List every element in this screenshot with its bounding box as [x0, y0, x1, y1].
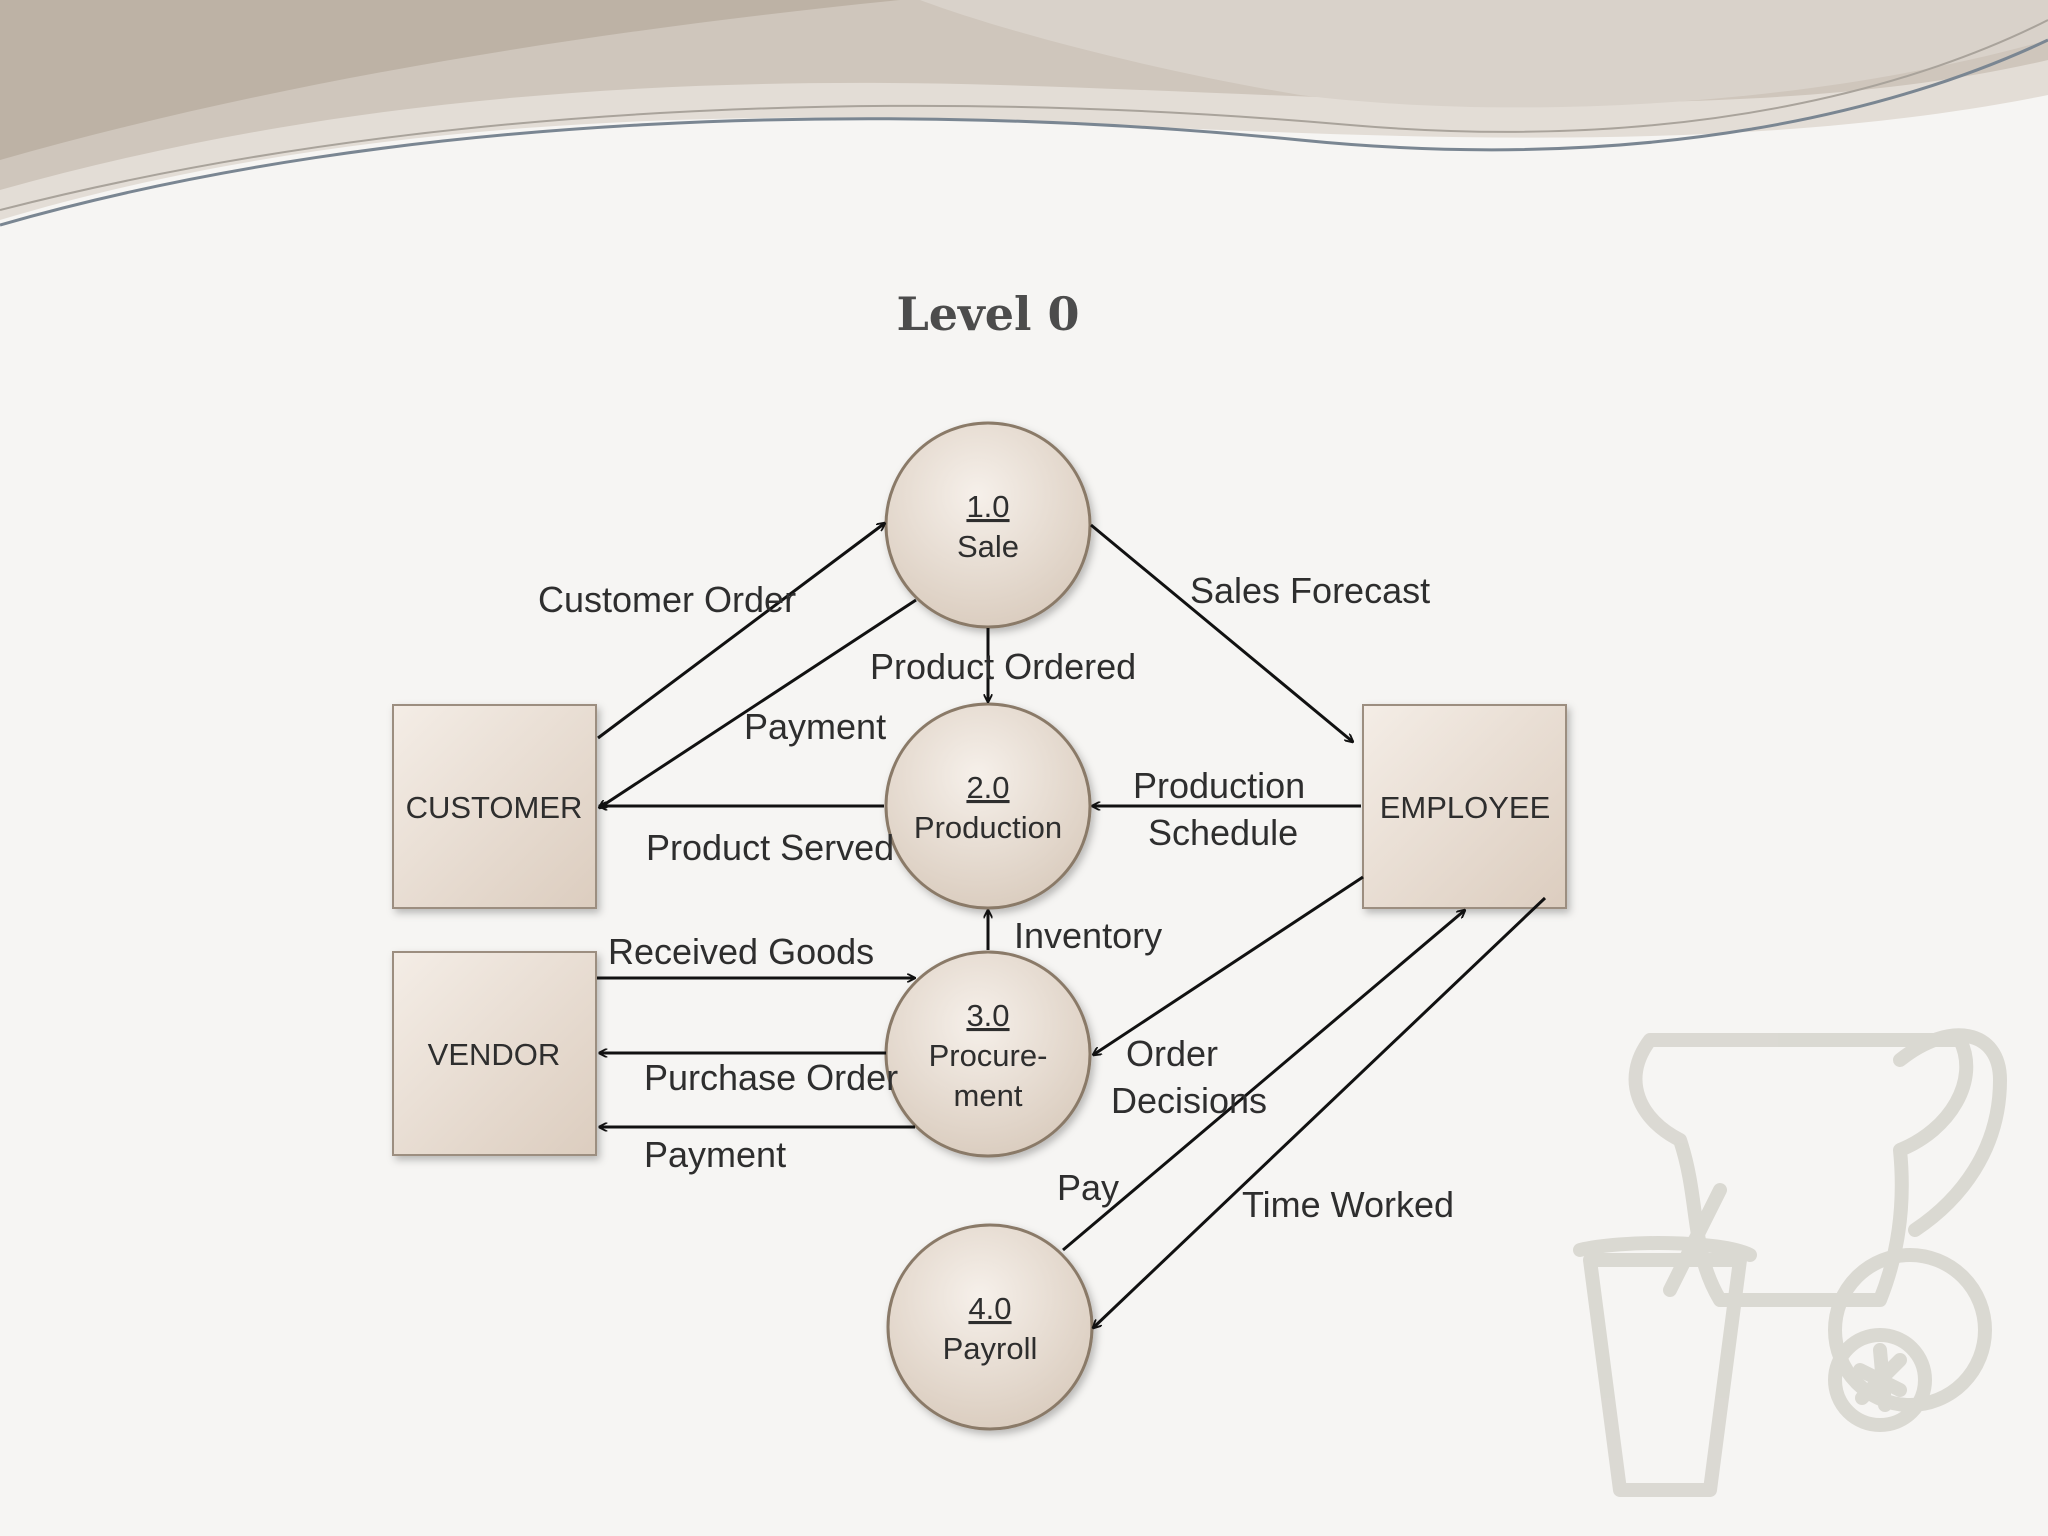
entity-vendor-label: VENDOR: [428, 1037, 561, 1072]
flow-label-time-worked: Time Worked: [1242, 1184, 1454, 1225]
flow-label-order-decisions-line1: Order: [1126, 1033, 1218, 1074]
flow-label-sales-forecast: Sales Forecast: [1190, 570, 1430, 611]
arrow-pay: [1062, 910, 1465, 1252]
page-title: Level 0: [896, 287, 1079, 341]
process-procurement-number: 3.0: [966, 998, 1009, 1033]
flow-label-product-ordered: Product Ordered: [870, 646, 1136, 687]
flow-label-inventory: Inventory: [1014, 915, 1162, 956]
process-procurement-name-line2: ment: [954, 1078, 1023, 1113]
entity-employee-label: EMPLOYEE: [1380, 790, 1551, 825]
flow-label-pay: Pay: [1057, 1167, 1119, 1208]
flow-label-production-schedule-line2: Schedule: [1148, 812, 1298, 853]
flow-label-order-decisions-line2: Decisions: [1111, 1080, 1267, 1121]
arrow-customer-order: [597, 523, 885, 740]
entity-vendor: VENDOR: [392, 951, 597, 1156]
flow-label-production-schedule-line1: Production: [1133, 765, 1305, 806]
process-procurement: 3.0 Procure- ment: [884, 950, 1092, 1158]
process-payroll-name: Payroll: [943, 1331, 1038, 1366]
process-production-number: 2.0: [966, 770, 1009, 805]
flow-labels: Customer Order Payment Sales Forecast Pr…: [538, 570, 1454, 1225]
process-payroll-number: 4.0: [968, 1291, 1011, 1326]
process-sale-name: Sale: [957, 529, 1019, 564]
arrow-time-worked: [1093, 896, 1547, 1328]
arrow-payment-to-customer: [599, 598, 917, 808]
lemonade-sketch-decoration: [1573, 1028, 2007, 1497]
flow-arrows: [597, 523, 1547, 1328]
flow-label-product-served: Product Served: [646, 827, 894, 868]
process-procurement-name-line1: Procure-: [929, 1038, 1048, 1073]
process-sale: 1.0 Sale: [884, 421, 1092, 629]
process-payroll: 4.0 Payroll: [886, 1223, 1094, 1431]
flow-label-received-goods: Received Goods: [608, 931, 874, 972]
process-sale-number: 1.0: [966, 489, 1009, 524]
flow-label-payment-to-customer: Payment: [744, 706, 886, 747]
flow-label-customer-order: Customer Order: [538, 579, 796, 620]
flow-label-purchase-order: Purchase Order: [644, 1057, 898, 1098]
entity-customer: CUSTOMER: [392, 704, 597, 909]
process-production: 2.0 Production: [884, 702, 1092, 910]
entity-customer-label: CUSTOMER: [406, 790, 583, 825]
entity-employee: EMPLOYEE: [1362, 704, 1567, 909]
arrow-order-decisions: [1093, 875, 1364, 1055]
arrow-sales-forecast: [1090, 523, 1353, 742]
process-production-name: Production: [914, 810, 1062, 845]
header-wave-decoration: [0, 0, 2048, 227]
flow-label-payment-to-vendor: Payment: [644, 1134, 786, 1175]
